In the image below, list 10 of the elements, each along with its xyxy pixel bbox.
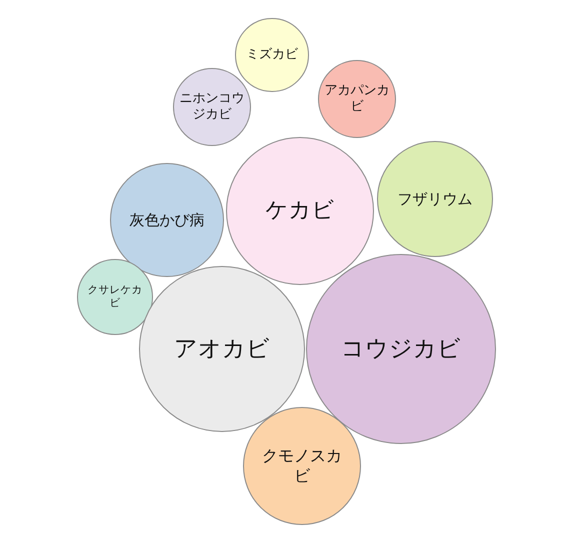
circle-label: フザリウム	[398, 190, 472, 208]
circle-label: ミズカビ	[246, 46, 298, 64]
circle-label: クサレケカビ	[87, 284, 143, 310]
circle-label: ニホンコウジカビ	[178, 90, 246, 124]
circle-label: アカパンカビ	[324, 82, 390, 116]
circle-label: コウジカビ	[341, 334, 461, 364]
circle-label: ケカビ	[266, 197, 334, 225]
circle-label: アオカビ	[174, 334, 270, 364]
circle-label: クモノスカビ	[261, 446, 343, 486]
circle-label: 灰色かび病	[130, 210, 204, 230]
